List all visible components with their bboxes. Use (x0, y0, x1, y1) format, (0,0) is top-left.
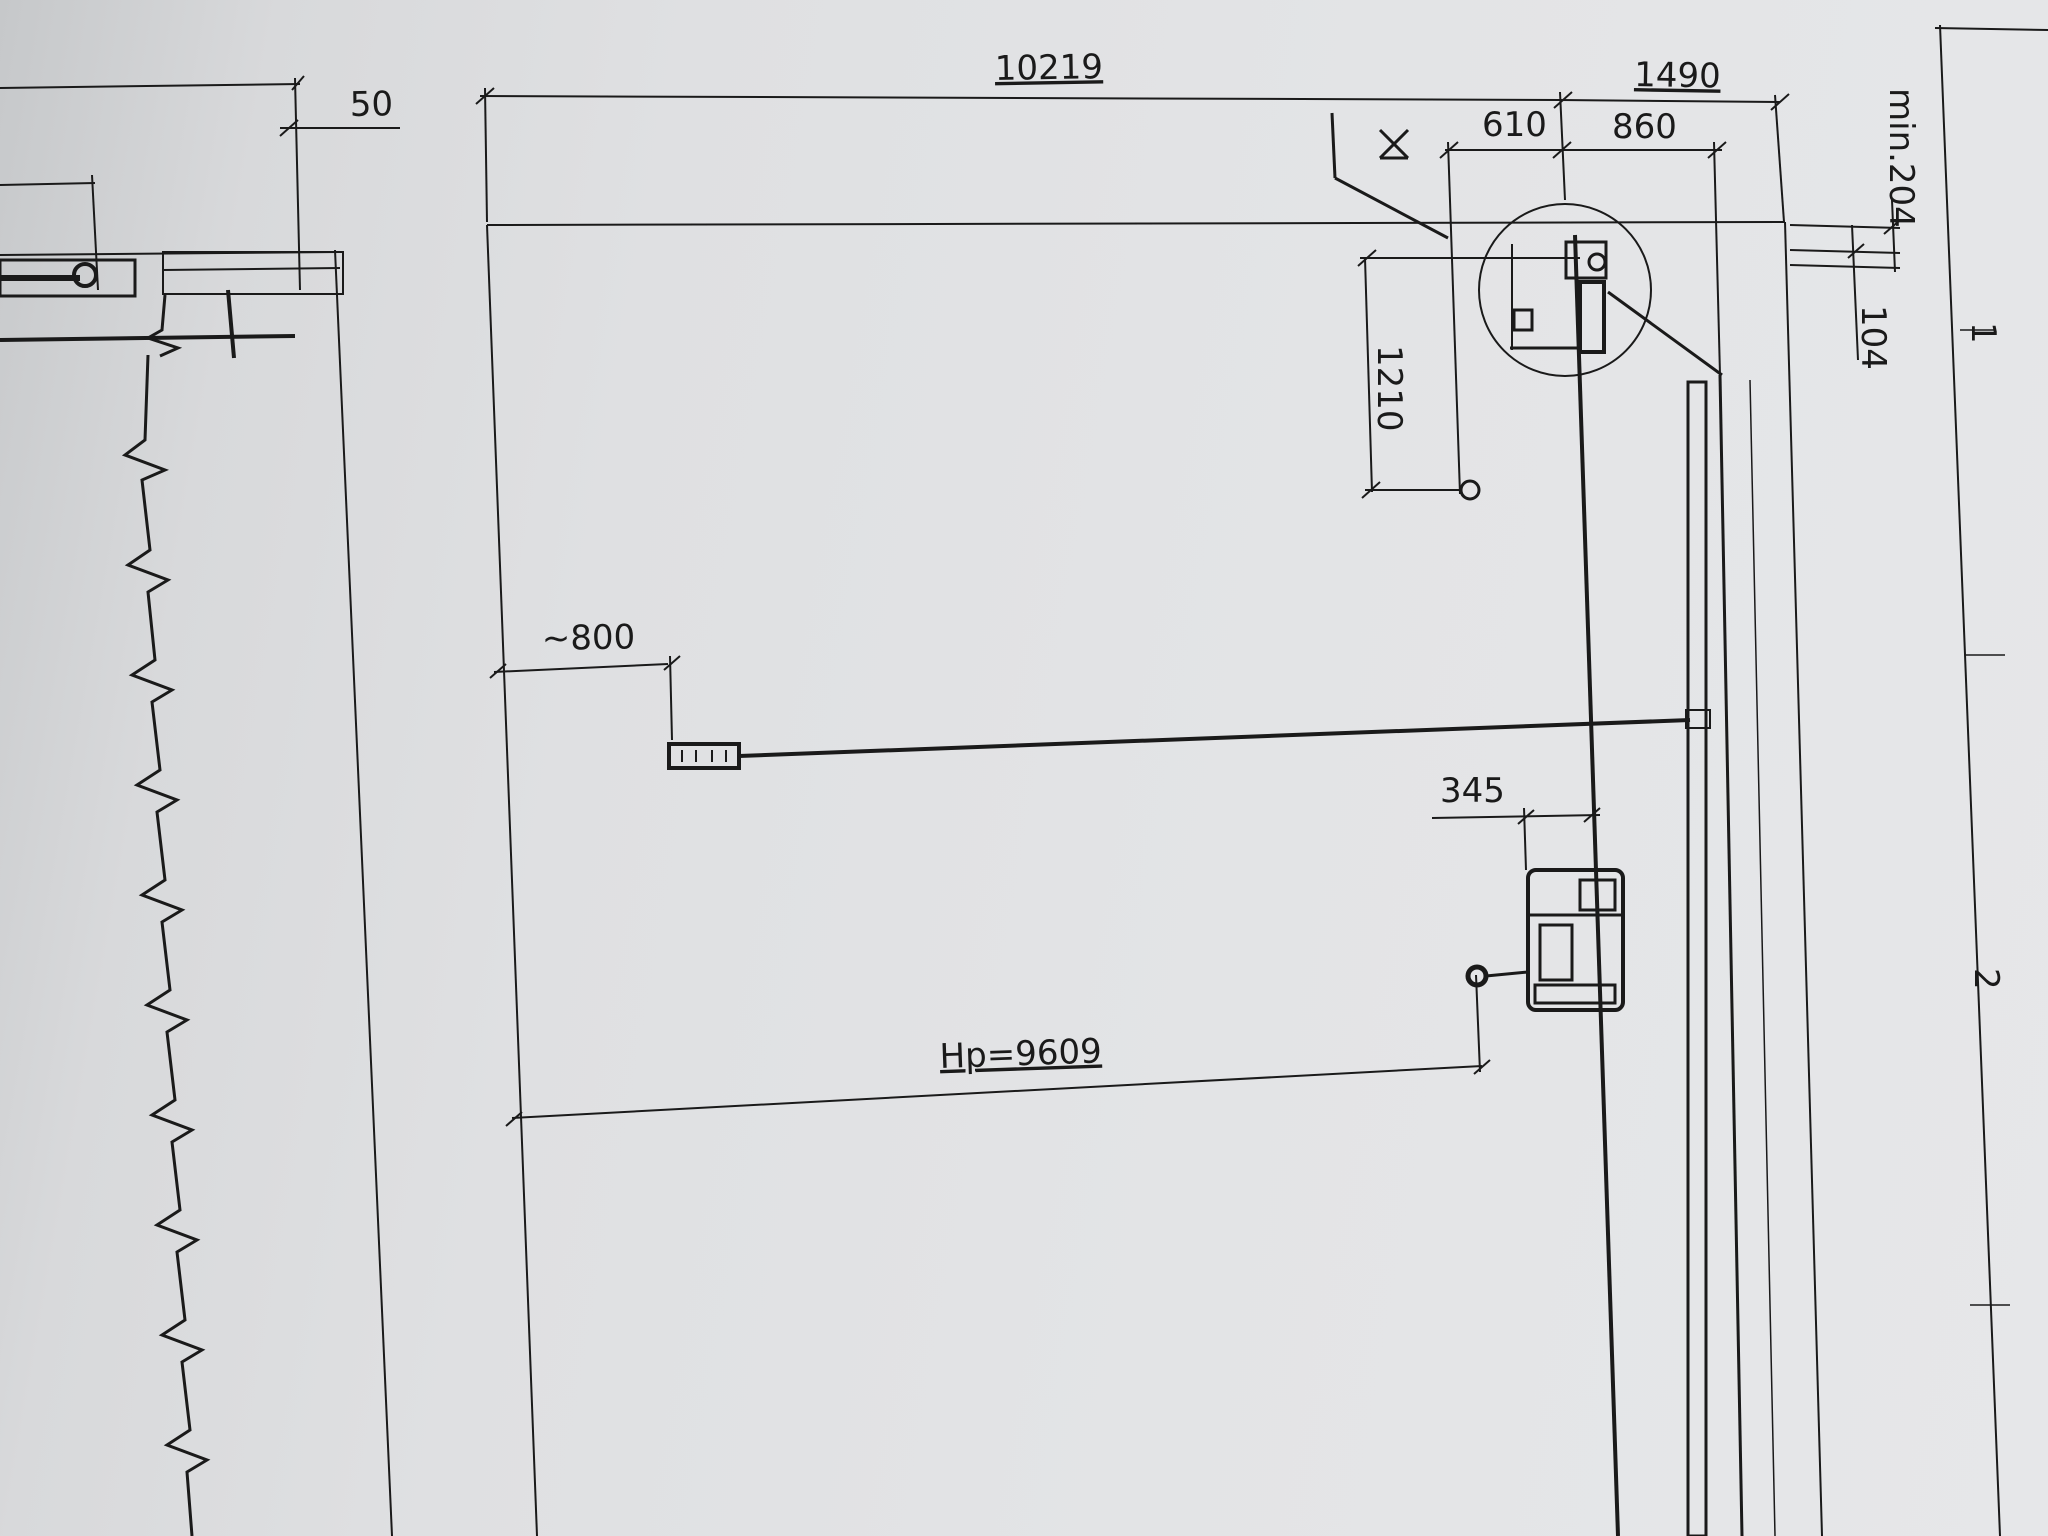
dim-label-800: ~800 (541, 617, 635, 659)
dim-10219 (475, 87, 1573, 223)
dim-50 (279, 75, 400, 137)
carriage-unit (1465, 868, 1625, 1012)
top-detail-circle (1478, 203, 1652, 377)
dim-800 (489, 655, 681, 741)
frame-lines (486, 24, 2048, 1536)
dim-hp (505, 974, 1491, 1127)
dim-label-min204: min.204 (1881, 88, 1921, 228)
dim-label-104: 104 (1853, 305, 1893, 370)
section-mark-2: 2 (1966, 968, 2006, 990)
dim-610-860 (1439, 141, 1727, 495)
dim-label-50: 50 (349, 84, 393, 125)
dim-1210 (1357, 249, 1580, 501)
dim-label-10219: 10219 (994, 47, 1103, 89)
section-mark-1: 1 (1963, 322, 2003, 344)
x-marker (1330, 112, 1449, 240)
left-wall-section (0, 77, 400, 1536)
dim-label-860: 860 (1612, 107, 1677, 147)
dim-label-610: 610 (1482, 105, 1547, 145)
vertical-rail (1573, 234, 1744, 1536)
dim-label-1490: 1490 (1634, 55, 1721, 97)
dim-label-hp: Hp=9609 (939, 1031, 1102, 1077)
dim-345 (1431, 807, 1601, 871)
horizontal-rod (667, 709, 1711, 770)
dim-label-345: 345 (1440, 771, 1505, 811)
dim-1490 (1559, 91, 1790, 223)
dim-min204-104 (1789, 199, 1901, 361)
dim-label-1210: 1210 (1369, 345, 1409, 432)
